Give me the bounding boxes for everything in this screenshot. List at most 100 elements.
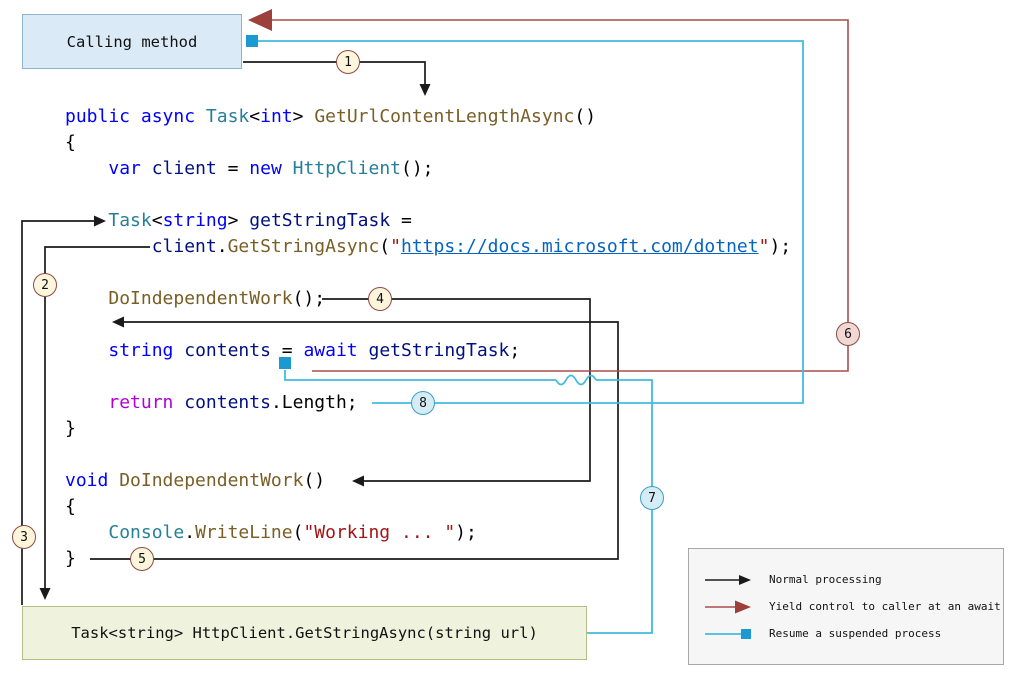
code-token: string [162, 210, 228, 231]
code-line [65, 260, 791, 286]
code-line [65, 442, 791, 468]
code-token: return [108, 392, 174, 413]
calling-method-box: Calling method [22, 14, 242, 69]
yield-arrow-icon [705, 600, 751, 613]
code-line [65, 182, 791, 208]
code-token [358, 340, 369, 361]
code-token [65, 210, 108, 231]
step-marker-5: 5 [130, 547, 154, 571]
getstringasync-box: Task<string> HttpClient.GetStringAsync(s… [22, 606, 587, 660]
code-line: DoIndependentWork(); [65, 286, 791, 312]
code-line: } [65, 416, 791, 442]
resume-square-caller [246, 35, 258, 47]
step-marker-4: 4 [368, 287, 392, 311]
code-token: WriteLine [195, 522, 293, 543]
code-token: contents [184, 340, 271, 361]
code-token: ); [769, 236, 792, 257]
code-line: public async Task<int> GetUrlContentLeng… [65, 104, 791, 130]
code-token: client [151, 236, 217, 257]
code-token: Task [205, 106, 250, 127]
code-token: Task [108, 210, 152, 231]
step-marker-1: 1 [336, 50, 360, 74]
docs-url-link[interactable]: https://docs.microsoft.com/dotnet [400, 236, 759, 257]
code-token: > [227, 210, 250, 231]
legend-item-resume: Resume a suspended process [703, 625, 989, 643]
step-marker-2: 2 [33, 273, 57, 297]
step-marker-8: 8 [411, 391, 435, 415]
code-token: = [216, 158, 250, 179]
code-token [282, 158, 293, 179]
code-line: client.GetStringAsync("https://docs.micr… [65, 234, 791, 260]
code-token: " [758, 236, 770, 257]
code-token [108, 470, 119, 491]
code-token: GetUrlContentLengthAsync [314, 106, 575, 127]
code-line: Console.WriteLine("Working ... "); [65, 520, 791, 546]
code-token: () [574, 106, 597, 127]
code-token [173, 340, 184, 361]
code-token: = [390, 210, 412, 231]
code-token: var [108, 158, 141, 179]
code-token: Length; [281, 392, 358, 413]
code-line: { [65, 494, 791, 520]
code-token: client [151, 158, 217, 179]
code-token: "Working ... " [303, 522, 456, 543]
code-token: . [216, 236, 228, 257]
code-token: = [270, 340, 304, 361]
code-line: string contents = await getStringTask; [65, 338, 791, 364]
normal-arrow-icon [705, 574, 751, 585]
resume-line-icon [705, 628, 751, 639]
code-line: var client = new HttpClient(); [65, 156, 791, 182]
code-token: GetStringAsync [227, 236, 380, 257]
code-token: async [140, 106, 196, 127]
code-token: < [249, 106, 261, 127]
code-token [65, 340, 108, 361]
code-token: ); [455, 522, 477, 543]
code-token: getStringTask [249, 210, 391, 231]
code-token [65, 158, 108, 179]
code-token: . [184, 522, 196, 543]
code-token: HttpClient [292, 158, 401, 179]
legend-label-yield: Yield control to caller at an await [769, 600, 1001, 613]
code-token: void [65, 470, 109, 491]
getstringasync-label: Task<string> HttpClient.GetStringAsync(s… [71, 624, 538, 642]
code-token: new [249, 158, 282, 179]
code-line: Task<string> getStringTask = [65, 208, 791, 234]
calling-method-label: Calling method [66, 32, 198, 51]
code-token: Console [108, 522, 185, 543]
code-token: DoIndependentWork [108, 288, 293, 309]
code-token: " [390, 236, 401, 257]
code-token: (); [292, 288, 326, 309]
step-marker-7: 7 [640, 486, 664, 510]
code-token: await [303, 340, 358, 361]
code-token: } [65, 418, 76, 439]
code-token: DoIndependentWork [119, 470, 304, 491]
code-token: } [65, 548, 76, 569]
code-token: { [65, 132, 76, 153]
code-token: string [108, 340, 174, 361]
code-token: ( [379, 236, 391, 257]
legend-label-normal: Normal processing [769, 573, 882, 586]
legend: Normal processing Yield control to calle… [688, 548, 1004, 665]
code-token: > [292, 106, 315, 127]
code-block: public async Task<int> GetUrlContentLeng… [65, 104, 791, 572]
code-token [173, 392, 184, 413]
code-token: getStringTask [368, 340, 510, 361]
code-token: . [270, 392, 282, 413]
code-token: () [303, 470, 326, 491]
code-token [65, 288, 108, 309]
code-token: < [151, 210, 163, 231]
code-token: int [260, 106, 293, 127]
legend-item-yield: Yield control to caller at an await [703, 598, 1001, 616]
code-token: (); [401, 158, 434, 179]
step-marker-3: 3 [12, 525, 36, 549]
code-line: } [65, 546, 791, 572]
legend-label-resume: Resume a suspended process [769, 627, 942, 640]
code-token: contents [184, 392, 271, 413]
code-token: ( [292, 522, 304, 543]
code-line [65, 364, 791, 390]
legend-item-normal: Normal processing [703, 571, 989, 589]
code-token [65, 392, 108, 413]
code-token: ; [509, 340, 521, 361]
code-line: void DoIndependentWork() [65, 468, 791, 494]
